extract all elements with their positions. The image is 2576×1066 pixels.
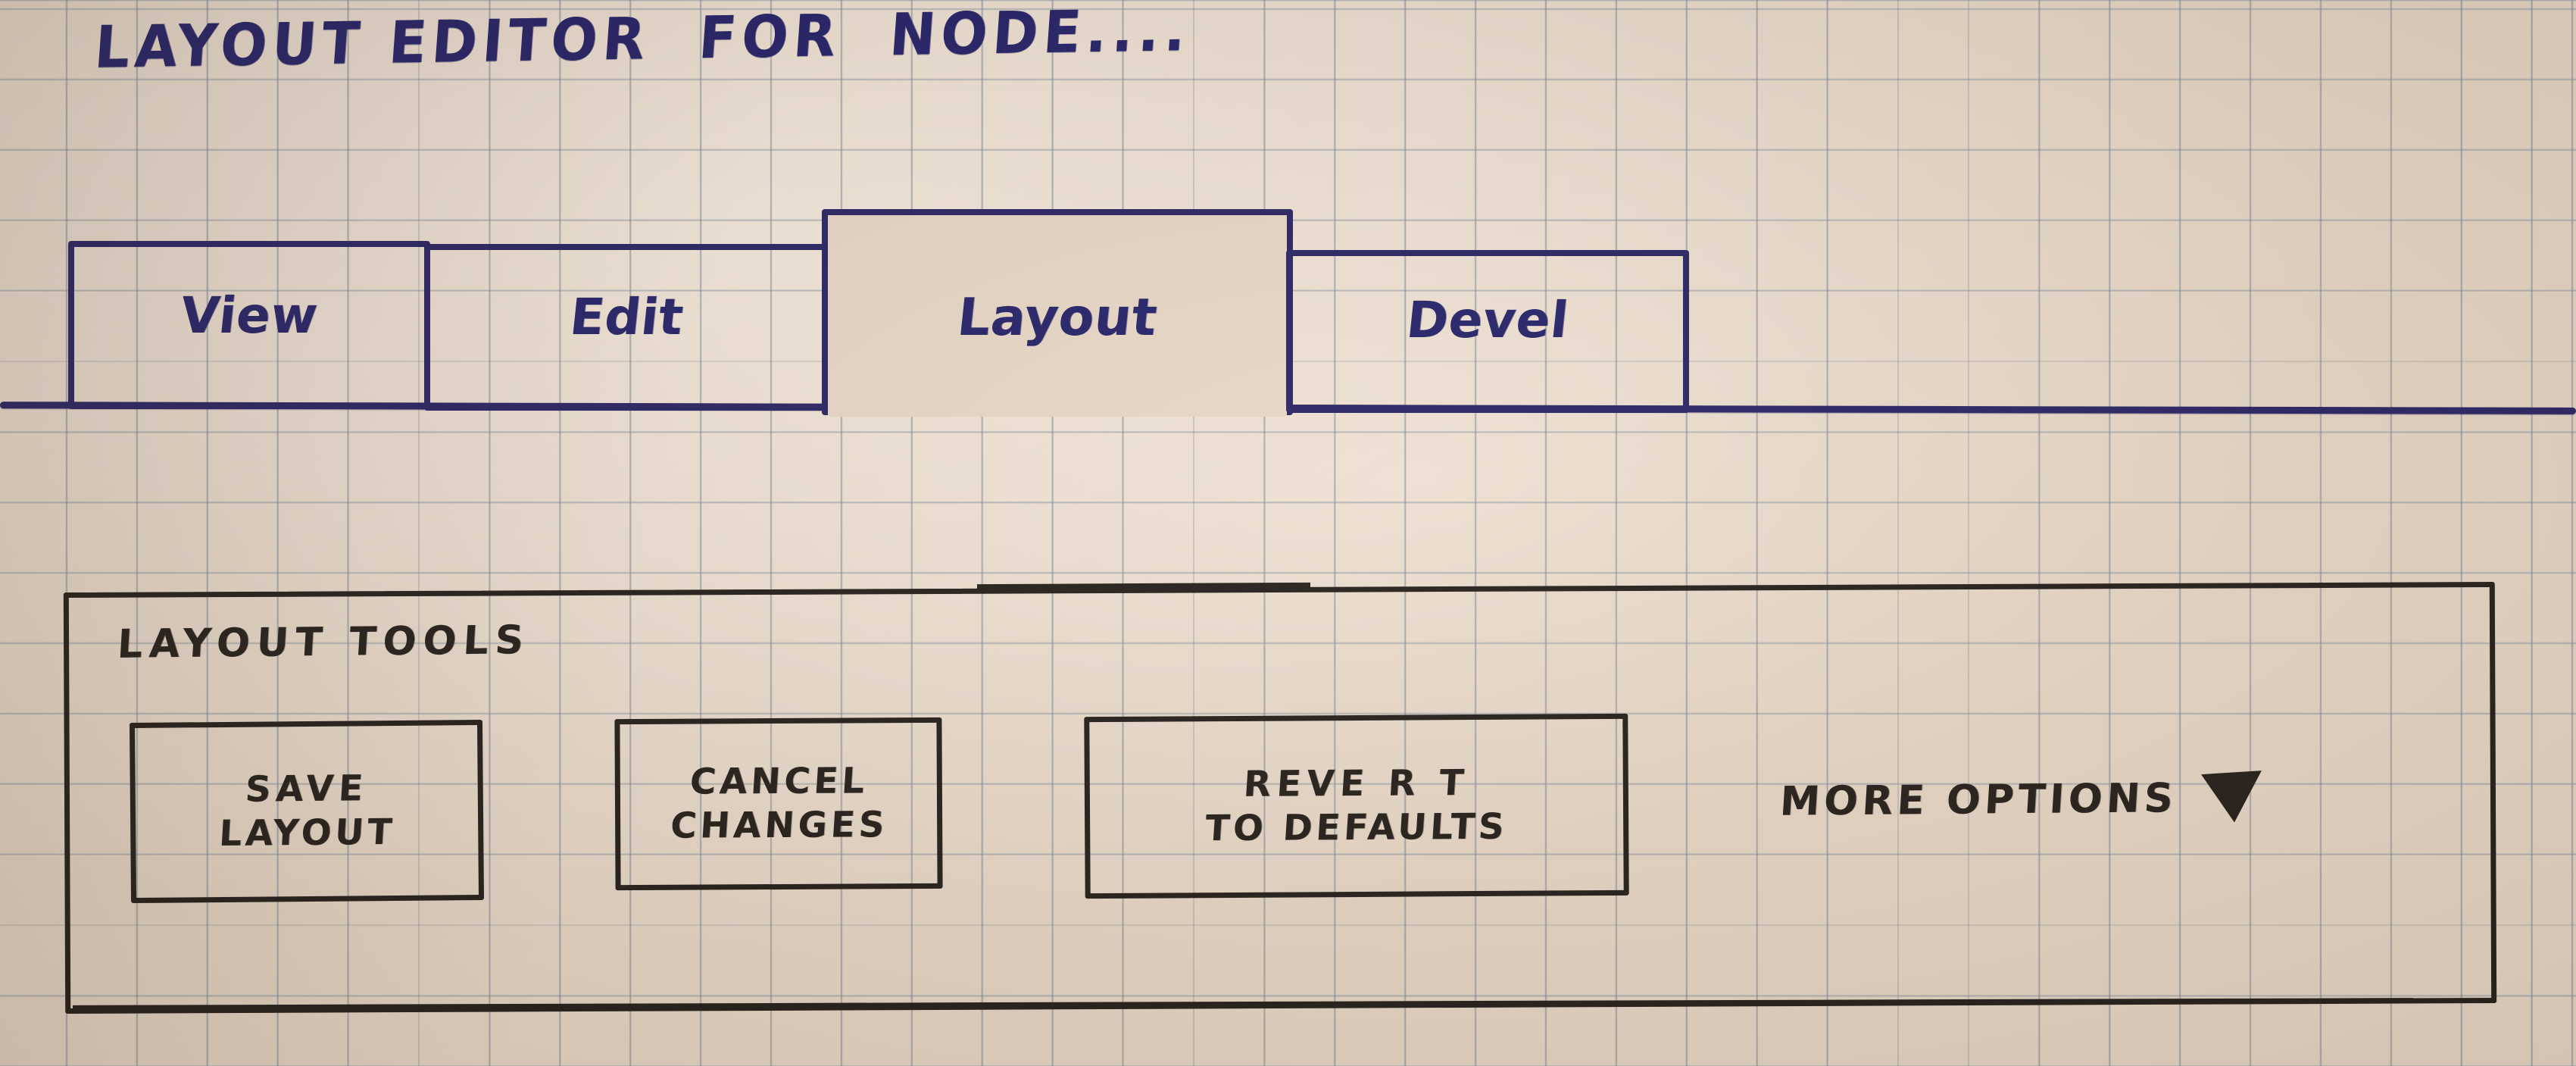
more-options-dropdown[interactable]: MORE OPTIONS bbox=[1778, 771, 2265, 827]
save-layout-button-line2: LAYOUT bbox=[217, 811, 397, 855]
tab-view-label: View bbox=[177, 286, 321, 345]
revert-to-defaults-button[interactable]: REVE R T TO DEFAULTS bbox=[1084, 713, 1629, 899]
revert-to-defaults-button-line1: REVE R T bbox=[1242, 761, 1471, 805]
tab-bar: View Edit Layout Devel bbox=[0, 0, 2576, 455]
caret-down-icon[interactable] bbox=[2201, 771, 2265, 824]
layout-tools-title: LAYOUT TOOLS bbox=[116, 617, 532, 667]
cancel-changes-button-line2: CHANGES bbox=[668, 804, 889, 847]
tab-view[interactable]: View bbox=[68, 241, 430, 409]
tab-devel[interactable]: Devel bbox=[1286, 250, 1689, 413]
tab-edit[interactable]: Edit bbox=[424, 244, 829, 411]
active-tab-baseline-gap bbox=[829, 400, 1286, 417]
tab-edit-label: Edit bbox=[567, 288, 687, 346]
tab-layout-active[interactable]: Layout bbox=[822, 209, 1293, 415]
tab-layout-label: Layout bbox=[954, 288, 1160, 348]
save-layout-button-line1: SAVE bbox=[244, 767, 370, 811]
revert-to-defaults-button-line2: TO DEFAULTS bbox=[1204, 805, 1510, 850]
save-layout-button[interactable]: SAVE LAYOUT bbox=[129, 719, 485, 904]
tab-devel-label: Devel bbox=[1404, 291, 1572, 349]
cancel-changes-button-line1: CANCEL bbox=[688, 760, 870, 803]
cancel-changes-button[interactable]: CANCEL CHANGES bbox=[614, 717, 943, 891]
more-options-label: MORE OPTIONS bbox=[1778, 774, 2179, 825]
